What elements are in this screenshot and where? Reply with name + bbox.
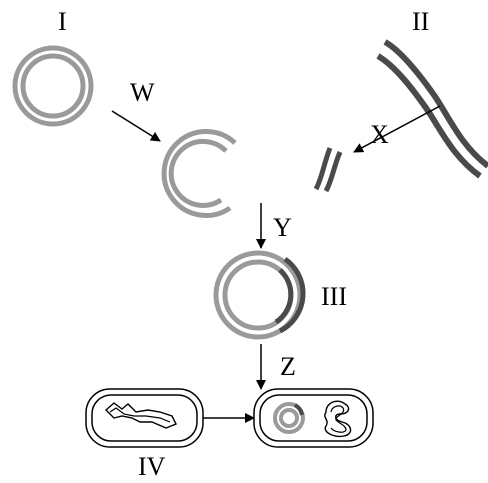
- label-iv: IV: [138, 452, 166, 481]
- label-i: I: [58, 7, 67, 36]
- label-w: W: [130, 78, 155, 107]
- cut-plasmid: [161, 128, 237, 218]
- transformed-cell: [253, 388, 374, 448]
- label-ii: II: [412, 7, 429, 36]
- arrow-w: [111, 110, 161, 142]
- arrow-x: [353, 105, 441, 153]
- foreign-dna-ii: [376, 39, 488, 179]
- dna-fragment: [313, 147, 343, 193]
- label-iii: III: [321, 282, 347, 311]
- bacterial-cell-iv: [85, 388, 204, 448]
- recombinant-plasmid-iii: [213, 250, 306, 340]
- label-y: Y: [273, 213, 292, 242]
- plasmid-i: [12, 45, 94, 127]
- label-z: Z: [280, 352, 296, 381]
- label-x: X: [370, 120, 389, 149]
